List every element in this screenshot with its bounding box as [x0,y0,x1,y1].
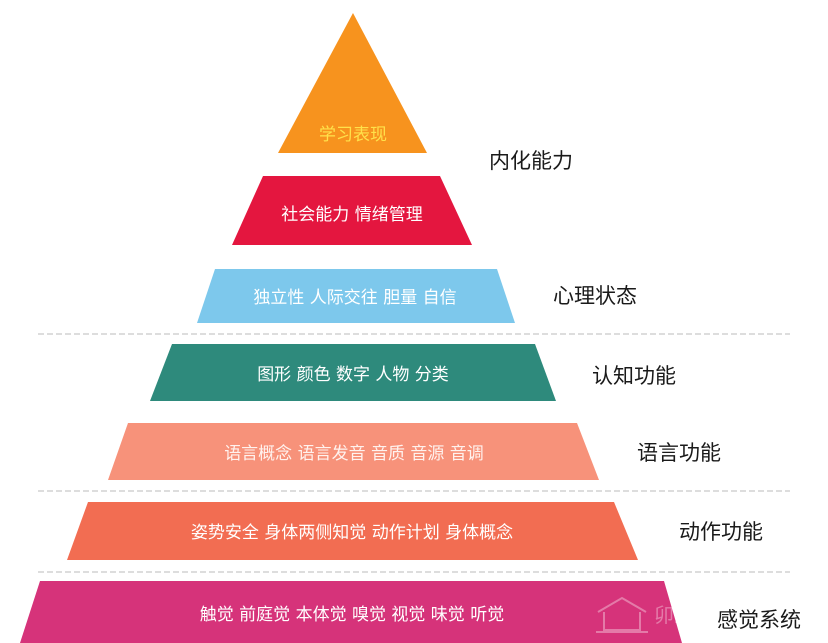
tier-shape [232,176,472,245]
pagoda-icon [596,596,648,633]
tier-label: 语言概念 语言发音 音质 音源 音调 [224,443,484,464]
tier-shape [150,344,556,401]
category-label-psychological: 心理状态 [553,284,637,308]
tier-motor: 姿势安全 身体两侧知觉 动作计划 身体概念 [67,502,638,560]
watermark-text: 卯荣夜雪 [654,603,734,627]
tier-shape [278,13,427,153]
tier-shape [108,423,599,480]
watermark: 卯荣夜雪 [596,596,734,633]
tier-label: 独立性 人际交往 胆量 自信 [253,288,456,308]
category-label-motor: 动作功能 [679,520,763,544]
tier-learning-performance: 学习表现 [278,13,427,153]
tier-shape [20,581,682,643]
tier-label: 触觉 前庭觉 本体觉 嗅觉 视觉 味觉 听觉 [200,605,504,625]
category-label-internalized: 内化能力 [489,149,573,173]
category-label-cognitive: 认知功能 [592,364,676,388]
tier-label: 学习表现 [319,125,387,145]
tier-sensory: 触觉 前庭觉 本体觉 嗅觉 视觉 味觉 听觉 [20,581,682,643]
tier-label: 图形 颜色 数字 人物 分类 [257,365,449,385]
tier-psychological: 独立性 人际交往 胆量 自信 [197,269,515,323]
tier-social-emotional: 社会能力 情绪管理 [232,176,472,245]
tier-shape [67,502,638,560]
tier-language: 语言概念 语言发音 音质 音源 音调 [108,423,599,480]
tier-label: 社会能力 情绪管理 [281,205,422,225]
tier-shape [197,269,515,323]
tier-label: 姿势安全 身体两侧知觉 动作计划 身体概念 [191,522,513,543]
category-label-sensory: 感觉系统 [717,608,801,632]
tier-cognitive: 图形 颜色 数字 人物 分类 [150,344,556,401]
category-label-language: 语言功能 [637,441,721,465]
